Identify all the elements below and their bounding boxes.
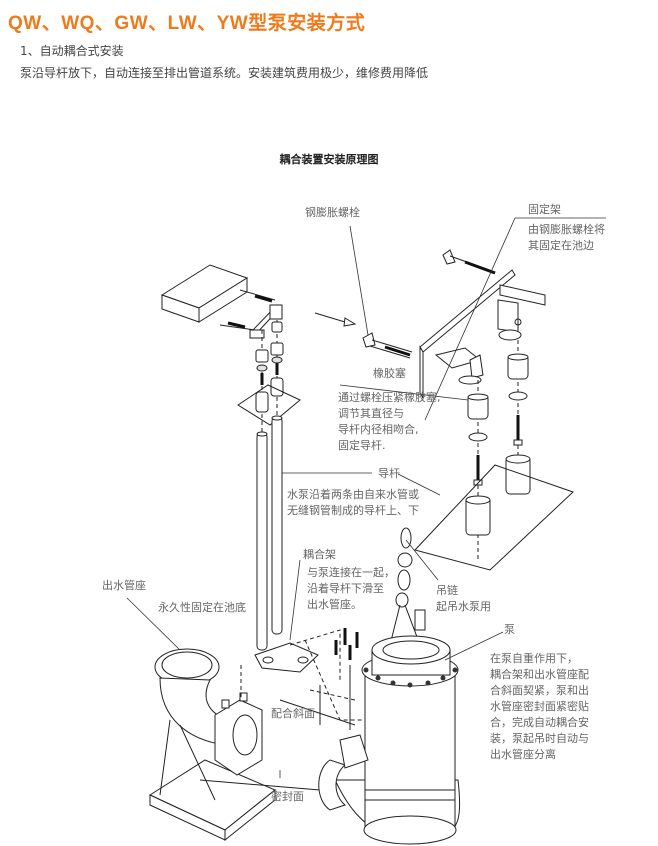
- expansion-bolt-right: [442, 249, 496, 275]
- label-fixed-bracket: 固定架: [528, 203, 561, 216]
- section-heading: 1、自动耦合式安装: [20, 44, 124, 58]
- note-line: 出水管座。: [307, 598, 362, 611]
- coupling-frame-illustration: [254, 642, 319, 673]
- guide-rods-illustration: [256, 415, 283, 651]
- note-line: 水管座密封面紧密贴: [490, 700, 589, 713]
- outlet-seat-illustration: [148, 648, 276, 842]
- note-chain: 起吊水泵用: [436, 600, 491, 613]
- note-line: 调节其直径与: [338, 407, 404, 420]
- direction-arrow: [314, 312, 357, 327]
- note-outlet-seat: 永久性固定在池底: [158, 601, 246, 614]
- note-line: 由钢膨胀螺栓将: [528, 223, 605, 236]
- floor-plate-right: [414, 464, 574, 571]
- note-fixed-bracket: 由钢膨胀螺栓将 其固定在池边: [528, 222, 605, 254]
- note-line: 与泵连接在一起，: [307, 566, 395, 579]
- note-line: 合，完成自动耦合安: [490, 716, 589, 729]
- diagram-title: 耦合装置安装原理图: [279, 153, 379, 166]
- note-line: 耦合架和出水管座配: [490, 668, 589, 681]
- note-line: 固定导杆.: [338, 439, 386, 452]
- wall-slab-illustration: [160, 264, 249, 323]
- label-chain: 吊链: [436, 584, 458, 597]
- note-line: 沿着导杆下滑至: [307, 582, 384, 595]
- alignment-lines: [199, 629, 375, 791]
- right-lower-stack: [465, 380, 491, 560]
- label-coupling-frame: 耦合架: [303, 548, 336, 561]
- expansion-bolt-illustration: [362, 332, 413, 359]
- note-line: 通过螺栓压紧橡胶塞,: [338, 391, 441, 404]
- note-rubber-plug: 通过螺栓压紧橡胶塞, 调节其直径与 导杆内径相吻合, 固定导杆.: [338, 390, 441, 454]
- page-title: QW、WQ、GW、LW、YW型泵安装方式: [8, 13, 366, 34]
- label-pump: 泵: [504, 623, 515, 636]
- label-rubber-plug: 橡胶塞: [373, 367, 406, 380]
- note-line: 无缝钢管制成的导杆上、下: [287, 504, 419, 517]
- note-coupling-frame: 与泵连接在一起， 沿着导杆下滑至 出水管座。: [307, 565, 395, 613]
- fixed-bracket-illustration: [419, 269, 546, 400]
- right-upper-stack: [505, 340, 531, 495]
- note-line: 出水管座分离: [490, 748, 556, 761]
- small-bracket-illustration: [219, 289, 283, 339]
- pump-illustration: [318, 635, 461, 845]
- label-guide-rod: 导杆: [378, 467, 400, 480]
- note-line: 在泵自重作用下，: [490, 652, 578, 665]
- label-mating-slope: 配合斜面: [271, 707, 315, 720]
- label-sealing-face: 密封面: [271, 790, 304, 803]
- mounting-bolts: [334, 628, 359, 660]
- label-expansion-bolt: 钢膨胀螺栓: [305, 206, 360, 219]
- note-line: 导杆内径相吻合,: [338, 423, 419, 436]
- floor-plate-left: [237, 384, 301, 426]
- note-line: 其固定在池边: [528, 239, 594, 252]
- note-line: 合斜面契紧，泵和出: [490, 684, 589, 697]
- note-pump: 在泵自重作用下， 耦合架和出水管座配 合斜面契紧，泵和出 水管座密封面紧密贴 合…: [490, 651, 589, 763]
- section-description: 泵沿导杆放下，自动连接至排出管道系统。安装建筑费用极少，维修费用降低: [20, 66, 429, 80]
- note-guide-rod: 水泵沿着两条由自来水管或 无缝钢管制成的导杆上、下: [287, 487, 419, 519]
- note-line: 装，泵起吊时自动与: [490, 732, 589, 745]
- label-outlet-seat: 出水管座: [102, 579, 146, 592]
- note-line: 水泵沿着两条由自来水管或: [287, 488, 419, 501]
